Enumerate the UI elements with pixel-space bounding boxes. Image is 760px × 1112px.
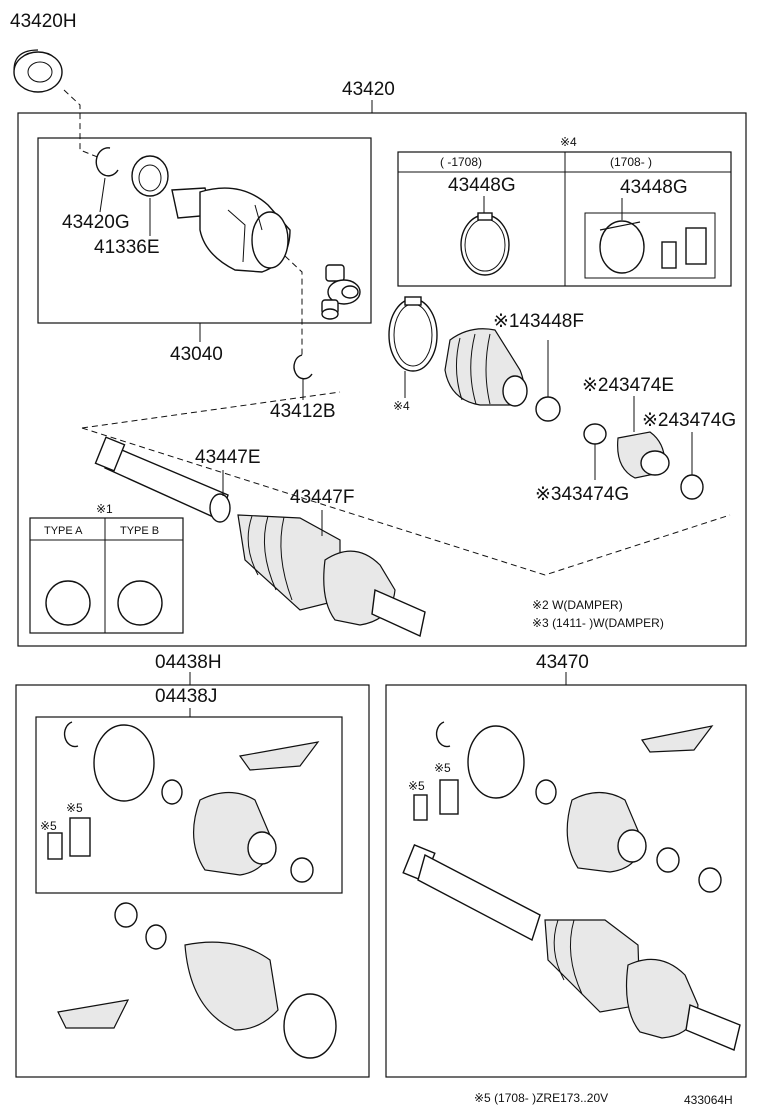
- kit2-sticker-b[interactable]: [413, 794, 428, 821]
- kit-band-lower[interactable]: [283, 993, 337, 1059]
- label-43448g-a: 43448G: [448, 175, 516, 196]
- band-kit-frame: [584, 212, 716, 279]
- kit2-grease-packet[interactable]: [641, 725, 714, 753]
- kit-43470-frame: [385, 684, 747, 1078]
- mark5-d: ※5: [408, 779, 425, 793]
- range-after-1708: (1708- ): [610, 155, 652, 169]
- label-43448g-b: 43448G: [620, 177, 688, 198]
- kit2-band-large[interactable]: [467, 725, 525, 799]
- note4-header: ※4: [560, 135, 577, 149]
- kit2-snap-ring[interactable]: [435, 721, 451, 748]
- diagram-id: 433064H: [684, 1093, 733, 1107]
- mark5-a: ※5: [66, 801, 83, 815]
- mark5-b: ※5: [40, 819, 57, 833]
- type-a-label: TYPE A: [44, 525, 83, 537]
- label-sticker-icon[interactable]: [685, 227, 707, 265]
- mark5-c: ※5: [434, 761, 451, 775]
- snap-ring-43412b[interactable]: [293, 354, 313, 380]
- label-43447f: 43447F: [290, 487, 354, 508]
- label-04438h: 04438H: [155, 652, 222, 673]
- type-box: [29, 517, 184, 634]
- assembly-43420-frame: [17, 112, 747, 647]
- kit-band-large[interactable]: [93, 724, 155, 802]
- drive-shaft[interactable]: [94, 436, 231, 523]
- tripod-spider[interactable]: [321, 264, 361, 320]
- kit2-boot[interactable]: [566, 791, 647, 873]
- note1-header: ※1: [96, 502, 113, 516]
- seal-41336e[interactable]: [131, 155, 169, 197]
- kit2-clamp-a[interactable]: [656, 847, 680, 873]
- label-43470: 43470: [536, 652, 589, 673]
- kit-clamp[interactable]: [290, 857, 314, 883]
- label-43420: 43420: [342, 79, 395, 100]
- clamp-43474g-a[interactable]: [680, 474, 704, 500]
- kit-04438-inner-frame: [35, 716, 343, 894]
- range-before-1708: ( -1708): [440, 155, 482, 169]
- clamp-type-b[interactable]: [117, 580, 163, 626]
- inner-boot-assembly[interactable]: [237, 514, 426, 638]
- damper-43474e[interactable]: [617, 431, 670, 479]
- kit-clamp-lower[interactable]: [114, 902, 138, 928]
- note2: ※2 W(DAMPER): [532, 598, 623, 612]
- kit2-snap-ring-small[interactable]: [535, 779, 557, 805]
- type-b-label: TYPE B: [120, 525, 159, 537]
- label-41336e: 41336E: [94, 237, 160, 258]
- clamp-type-a[interactable]: [45, 580, 91, 626]
- kit-04438-frame: [15, 684, 370, 1078]
- kit-grease-packet[interactable]: [238, 741, 320, 771]
- kit-boot[interactable]: [192, 791, 277, 876]
- kit-grease-packet-lower[interactable]: [57, 999, 130, 1029]
- label-43040: 43040: [170, 344, 223, 365]
- grease-packet-icon[interactable]: [661, 241, 677, 269]
- label-43474e: ※243474E: [582, 375, 674, 396]
- label-43447e: 43447E: [195, 447, 261, 468]
- boot-band-large[interactable]: [388, 296, 438, 372]
- kit-snap-ring[interactable]: [63, 721, 79, 748]
- joint-housing[interactable]: [171, 187, 291, 273]
- boot-band-new[interactable]: [599, 220, 645, 274]
- kit2-clamp-b[interactable]: [698, 867, 722, 893]
- inner-joint-box-43040: [37, 137, 372, 324]
- clamp-43474g-b[interactable]: [583, 423, 607, 445]
- clamp-43448f[interactable]: [535, 396, 561, 422]
- kit-sticker-b[interactable]: [47, 832, 63, 860]
- label-43448f: ※143448F: [493, 311, 584, 332]
- label-43412b: 43412B: [270, 401, 336, 422]
- label-04438j: 04438J: [155, 686, 217, 707]
- label-43474g-b: ※343474G: [535, 484, 629, 505]
- kit2-sticker-a[interactable]: [439, 779, 459, 815]
- footnote5: ※5 (1708- )ZRE173..20V: [474, 1091, 608, 1105]
- kit-boot-lower[interactable]: [184, 941, 279, 1031]
- bearing-43420h[interactable]: [13, 49, 63, 93]
- note3: ※3 (1411- )W(DAMPER): [532, 616, 664, 630]
- kit-snap-ring-small[interactable]: [161, 779, 183, 805]
- label-43474g-a: ※243474G: [642, 410, 736, 431]
- kit-ring-lower[interactable]: [145, 924, 167, 950]
- kit2-drive-shaft[interactable]: [402, 844, 741, 1051]
- boot-band-old[interactable]: [460, 212, 510, 276]
- snap-ring-43420g[interactable]: [95, 147, 119, 177]
- label-43420g: 43420G: [62, 212, 130, 233]
- label-43420h: 43420H: [10, 11, 77, 32]
- mark4-label: ※4: [393, 399, 410, 413]
- kit-sticker-a[interactable]: [69, 817, 91, 857]
- outer-boot-43448f[interactable]: [444, 328, 528, 407]
